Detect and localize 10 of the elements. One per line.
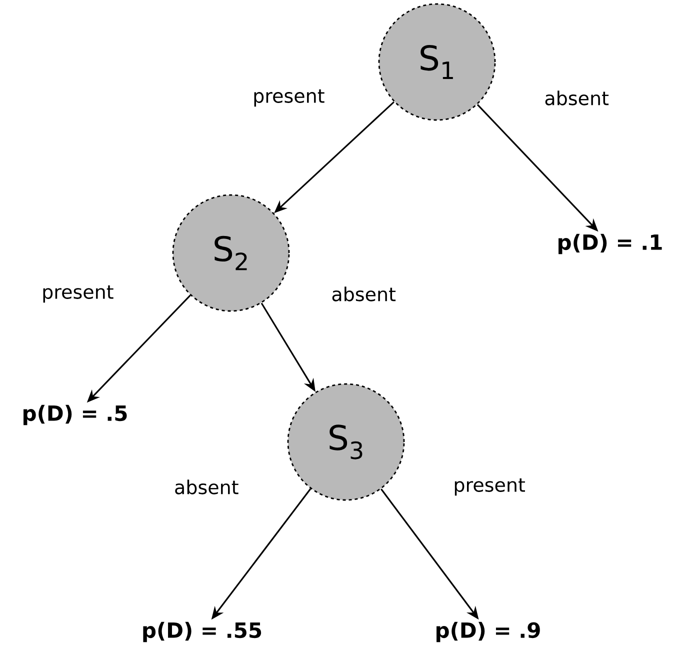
edge-label: absent bbox=[332, 286, 396, 302]
edge-label: absent bbox=[175, 480, 238, 494]
edge-label: present bbox=[454, 478, 525, 496]
probability-label: p(D) = .55 bbox=[143, 622, 262, 642]
probability-label: p(D) = .9 bbox=[436, 622, 540, 642]
edge-label: present bbox=[254, 89, 324, 107]
probability-label: p(D) = .1 bbox=[558, 234, 662, 254]
edge-label: present bbox=[43, 285, 114, 303]
probability-label: p(D) = .5 bbox=[24, 404, 127, 426]
edge-label: absent bbox=[545, 90, 609, 106]
